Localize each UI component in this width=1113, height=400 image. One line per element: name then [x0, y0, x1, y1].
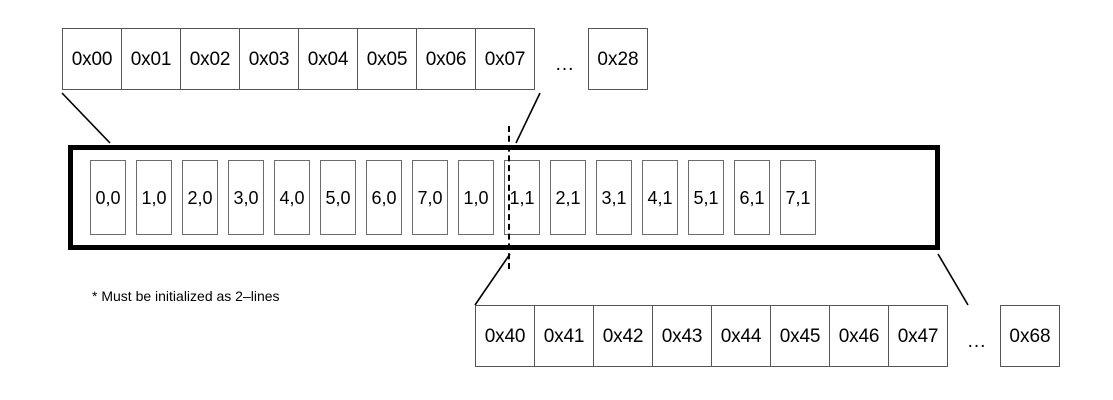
- top-strip-tail-cell: 0x28: [588, 28, 648, 90]
- addr-cell: 0x42: [593, 305, 653, 367]
- addr-cell: 0x01: [121, 28, 181, 90]
- cache-slot: 1,0: [136, 160, 172, 235]
- cache-slot: 0,0: [90, 160, 126, 235]
- footnote-text: * Must be initialized as 2–lines: [92, 288, 280, 304]
- addr-cell: 0x05: [357, 28, 417, 90]
- cache-line-slots: 0,0 1,0 2,0 3,0 4,0 5,0 6,0 7,0 1,0 1,1 …: [78, 155, 930, 240]
- addr-cell: 0x02: [180, 28, 240, 90]
- addr-cell: 0x46: [829, 305, 889, 367]
- cache-slot: 2,0: [182, 160, 218, 235]
- cache-slot: 7,0: [412, 160, 448, 235]
- cache-line-buffer: 0,0 1,0 2,0 3,0 4,0 5,0 6,0 7,0 1,0 1,1 …: [68, 145, 940, 250]
- bottom-address-strip: 0x40 0x41 0x42 0x43 0x44 0x45 0x46 0x47: [475, 305, 948, 367]
- leader-bottom-left: [474, 253, 511, 306]
- addr-cell: 0x07: [475, 28, 535, 90]
- cache-slot: 5,0: [320, 160, 356, 235]
- addr-cell: 0x44: [711, 305, 771, 367]
- cache-slot: 4,0: [274, 160, 310, 235]
- cache-slot: 1,1: [504, 160, 540, 235]
- cache-slot: 3,1: [596, 160, 632, 235]
- cache-slot: 4,1: [642, 160, 678, 235]
- addr-cell: 0x06: [416, 28, 476, 90]
- leader-bottom-right: [937, 253, 969, 306]
- line-split-marker: [508, 126, 510, 269]
- bottom-strip-tail-cell: 0x68: [1000, 305, 1060, 367]
- top-address-strip: 0x00 0x01 0x02 0x03 0x04 0x05 0x06 0x07: [62, 28, 535, 90]
- addr-cell: 0x41: [534, 305, 594, 367]
- addr-cell: 0x00: [62, 28, 122, 90]
- addr-cell: 0x47: [888, 305, 948, 367]
- cache-slot: 7,1: [780, 160, 816, 235]
- cache-slot: 1,0: [458, 160, 494, 235]
- addr-cell: 0x43: [652, 305, 712, 367]
- cache-slot: 3,0: [228, 160, 264, 235]
- addr-cell: 0x04: [298, 28, 358, 90]
- addr-cell: 0x40: [475, 305, 535, 367]
- bottom-strip-ellipsis: ...: [967, 331, 987, 352]
- addr-cell: 0x45: [770, 305, 830, 367]
- cache-slot: 6,0: [366, 160, 402, 235]
- top-strip-ellipsis: ...: [555, 54, 575, 75]
- cache-slot: 2,1: [550, 160, 586, 235]
- leader-top-left: [61, 92, 111, 144]
- cache-slot: 5,1: [688, 160, 724, 235]
- cache-slot: 6,1: [734, 160, 770, 235]
- leader-top-right: [515, 92, 541, 144]
- addr-cell: 0x03: [239, 28, 299, 90]
